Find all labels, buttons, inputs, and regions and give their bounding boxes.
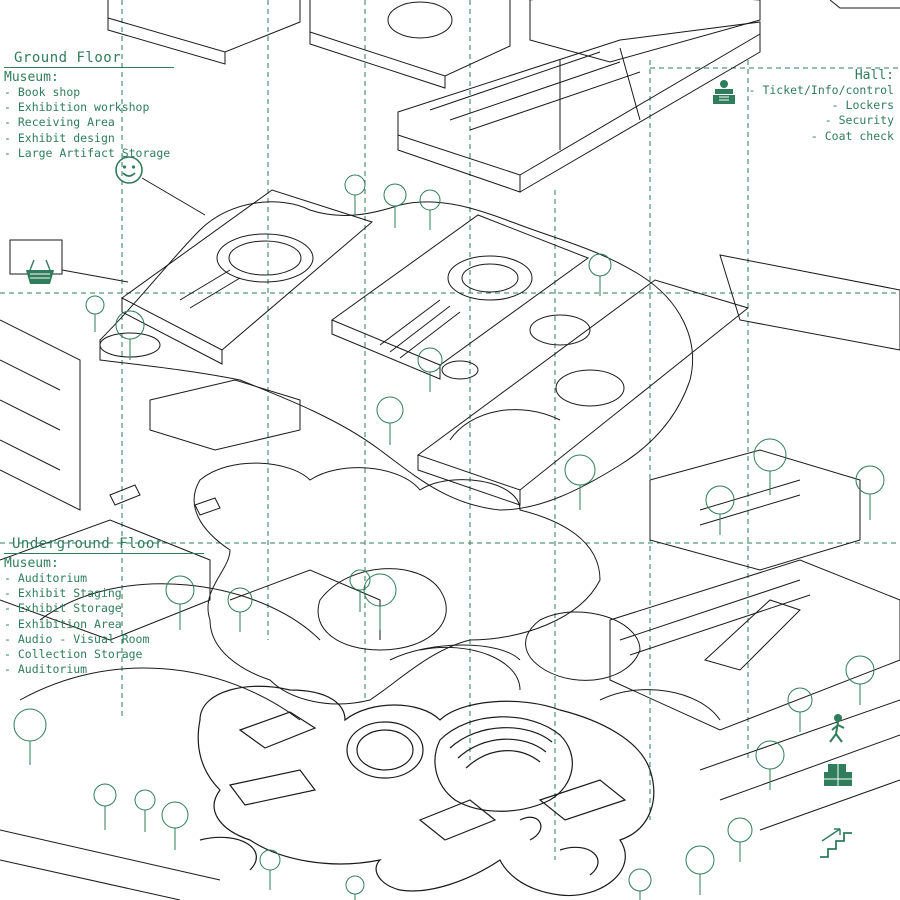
list-item: - Auditorium	[4, 571, 88, 585]
list-item: - Exhibition Area	[4, 616, 122, 631]
top-floor-blocks	[107, 0, 900, 193]
list-item: - Exhibition workshop	[4, 100, 150, 115]
underground-floor-list: - Auditorium - Exhibit Staging - Exhibit…	[4, 571, 204, 677]
hall-legend: Hall: - Ticket/Info/control - Lockers - …	[744, 68, 894, 144]
list-item: - Ticket/Info/control	[748, 83, 894, 97]
list-item: - Auditorium	[4, 662, 88, 677]
underground-floor	[197, 685, 655, 897]
information-desk-icon	[713, 80, 735, 104]
list-item: - Exhibit Staging	[4, 586, 122, 601]
list-item: - Collection Storage	[4, 647, 143, 662]
hall-list: - Ticket/Info/control - Lockers - Securi…	[744, 83, 894, 144]
trees	[13, 174, 885, 900]
person-with-stairs-icon	[824, 714, 852, 786]
list-item: - Coat check	[810, 128, 894, 143]
list-item: - Exhibit Storage	[4, 601, 122, 616]
list-item: - Exhibit design	[4, 130, 115, 145]
underground-floor-heading: Underground Floor	[4, 536, 204, 554]
ground-floor-legend: Ground Floor Museum: - Book shop - Exhib…	[4, 50, 174, 161]
smiley-icon	[115, 156, 143, 184]
list-item: - Receiving Area	[4, 115, 115, 130]
list-item: - Large Artifact Storage	[4, 145, 171, 160]
list-item: - Security	[824, 113, 894, 128]
projection-lines	[0, 0, 900, 860]
shopping-basket-icon	[9, 239, 63, 284]
stairs-icon	[820, 828, 852, 858]
hall-label: Hall:	[854, 68, 894, 83]
site-context-buildings	[0, 254, 900, 900]
list-item: - Lockers	[831, 98, 894, 113]
landscape-plaza	[19, 462, 721, 721]
list-item: - Book shop	[4, 85, 81, 99]
list-item: - Audio - Visual Room	[4, 631, 150, 646]
ground-floor-museum-label: Museum:	[4, 70, 59, 85]
ground-floor-list: - Book shop - Exhibition workshop - Rece…	[4, 85, 174, 161]
underground-floor-museum-label: Museum:	[4, 556, 59, 571]
ground-floor-heading: Ground Floor	[4, 50, 174, 68]
underground-floor-legend: Underground Floor Museum: - Auditorium -…	[4, 536, 204, 677]
ground-floor-building	[99, 189, 750, 511]
